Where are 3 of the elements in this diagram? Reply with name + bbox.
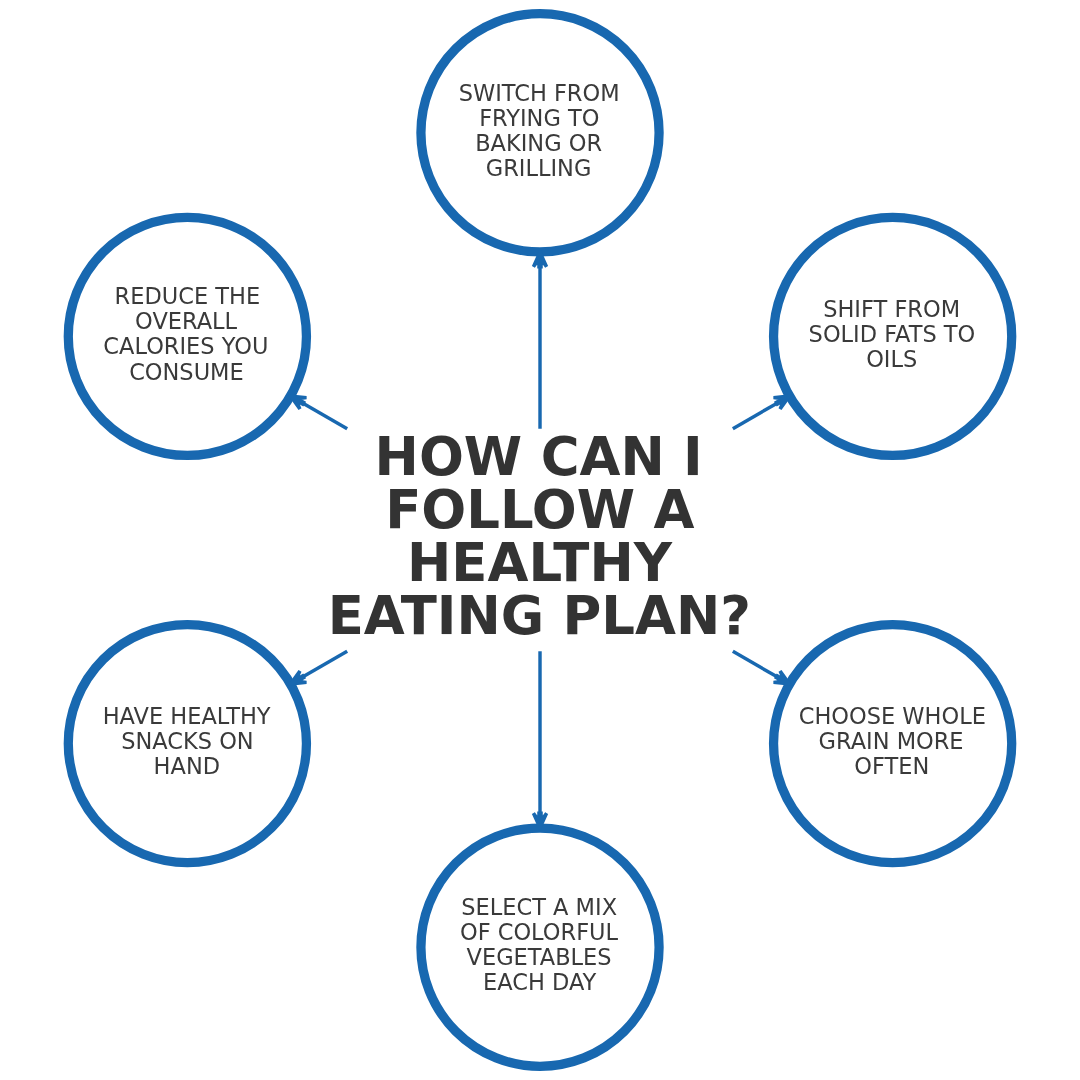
node-circle: SWITCH FROM FRYING TO BAKING OR GRILLING <box>416 9 664 257</box>
node-text: HOW CAN I FOLLOW A HEALTHY EATING PLAN? <box>327 426 751 646</box>
node-circle: SELECT A MIX OF COLORFUL VEGETABLES EACH DAY <box>416 823 664 1071</box>
